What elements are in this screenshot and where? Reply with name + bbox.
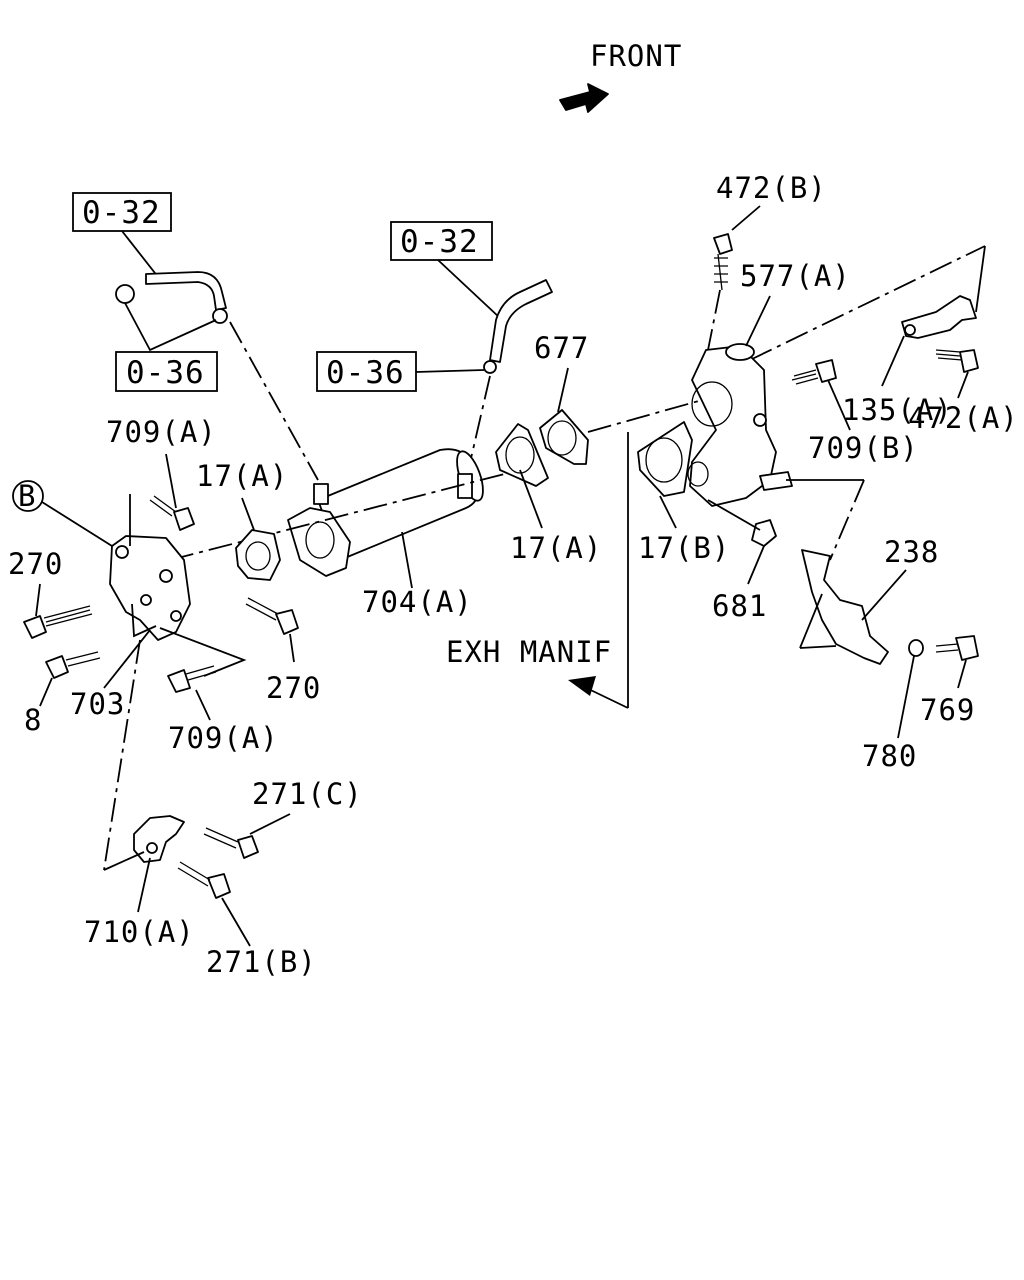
bolt-709a-top (173, 507, 195, 531)
bolt-271c (237, 835, 259, 859)
bolt-709b (815, 359, 837, 383)
callout-709a-bottom: 709(A) (168, 721, 279, 755)
ref-center-032: 0-32 (400, 224, 479, 260)
gasket-17b (637, 421, 693, 497)
top-left-hose-clamp-2 (212, 308, 228, 324)
callout-704a: 704(A) (362, 585, 473, 619)
callout-270-right: 270 (266, 671, 321, 705)
callout-709a-top: 709(A) (106, 415, 217, 449)
callout-769: 769 (920, 693, 975, 727)
callout-238: 238 (884, 535, 939, 569)
callout-709b: 709(B) (808, 431, 919, 465)
bolt-472a (959, 349, 979, 373)
ref-top-left-032: 0-32 (82, 195, 161, 231)
ref-box-top-left-036 (115, 351, 218, 392)
callout-17b: 17(B) (638, 531, 730, 565)
callout-681: 681 (712, 589, 767, 623)
callout-677: 677 (534, 331, 589, 365)
callout-271c: 271(C) (252, 777, 363, 811)
nut-681 (751, 519, 777, 547)
callout-270-left: 270 (8, 547, 63, 581)
egr-cooler (287, 448, 484, 577)
gasket-17a-left (235, 529, 281, 581)
top-left-hose-clamp (115, 284, 135, 304)
callout-17a-center: 17(A) (510, 531, 602, 565)
front-arrow-icon (559, 83, 609, 113)
bolt-8 (45, 655, 69, 679)
ref-top-left-036: 0-36 (126, 355, 205, 391)
callout-17a-left: 17(A) (196, 459, 288, 493)
egr-pipe-703 (109, 535, 191, 641)
callout-780: 780 (862, 739, 917, 773)
bolt-472b (713, 233, 733, 255)
exh-manif-label: EXH MANIF (446, 635, 612, 669)
bolt-271b (207, 873, 231, 899)
bolt-270-left (23, 615, 47, 639)
ref-center-036: 0-36 (326, 355, 405, 391)
callout-271b: 271(B) (206, 945, 317, 979)
callout-577a: 577(A) (740, 259, 851, 293)
callout-703: 703 (70, 687, 125, 721)
callout-8: 8 (24, 703, 42, 737)
egr-valve-housing (687, 343, 793, 507)
callout-710a: 710(A) (84, 915, 195, 949)
center-hose (489, 279, 553, 363)
callout-135a: 135(A) (842, 393, 953, 427)
bracket-135a (901, 295, 977, 339)
bolt-709a-bottom (167, 669, 191, 693)
bolt-769 (955, 635, 979, 661)
center-hose-clamp (483, 360, 497, 374)
callout-472b: 472(B) (716, 171, 827, 205)
gasket-677 (539, 409, 589, 465)
heat-shield-238 (801, 549, 889, 665)
ref-box-center-032 (390, 221, 493, 261)
front-label: FRONT (590, 39, 682, 73)
callout-472a: 472(A) (908, 401, 1019, 435)
ref-circle-b (12, 480, 44, 512)
top-left-hose (145, 271, 227, 311)
gasket-17a-center (495, 423, 549, 487)
bolt-270-right (275, 609, 299, 635)
ref-circle-b-label: B (18, 479, 36, 513)
washer-780 (908, 639, 924, 657)
exh-manif-arrow-icon (568, 676, 596, 696)
bracket-710a (133, 815, 185, 863)
